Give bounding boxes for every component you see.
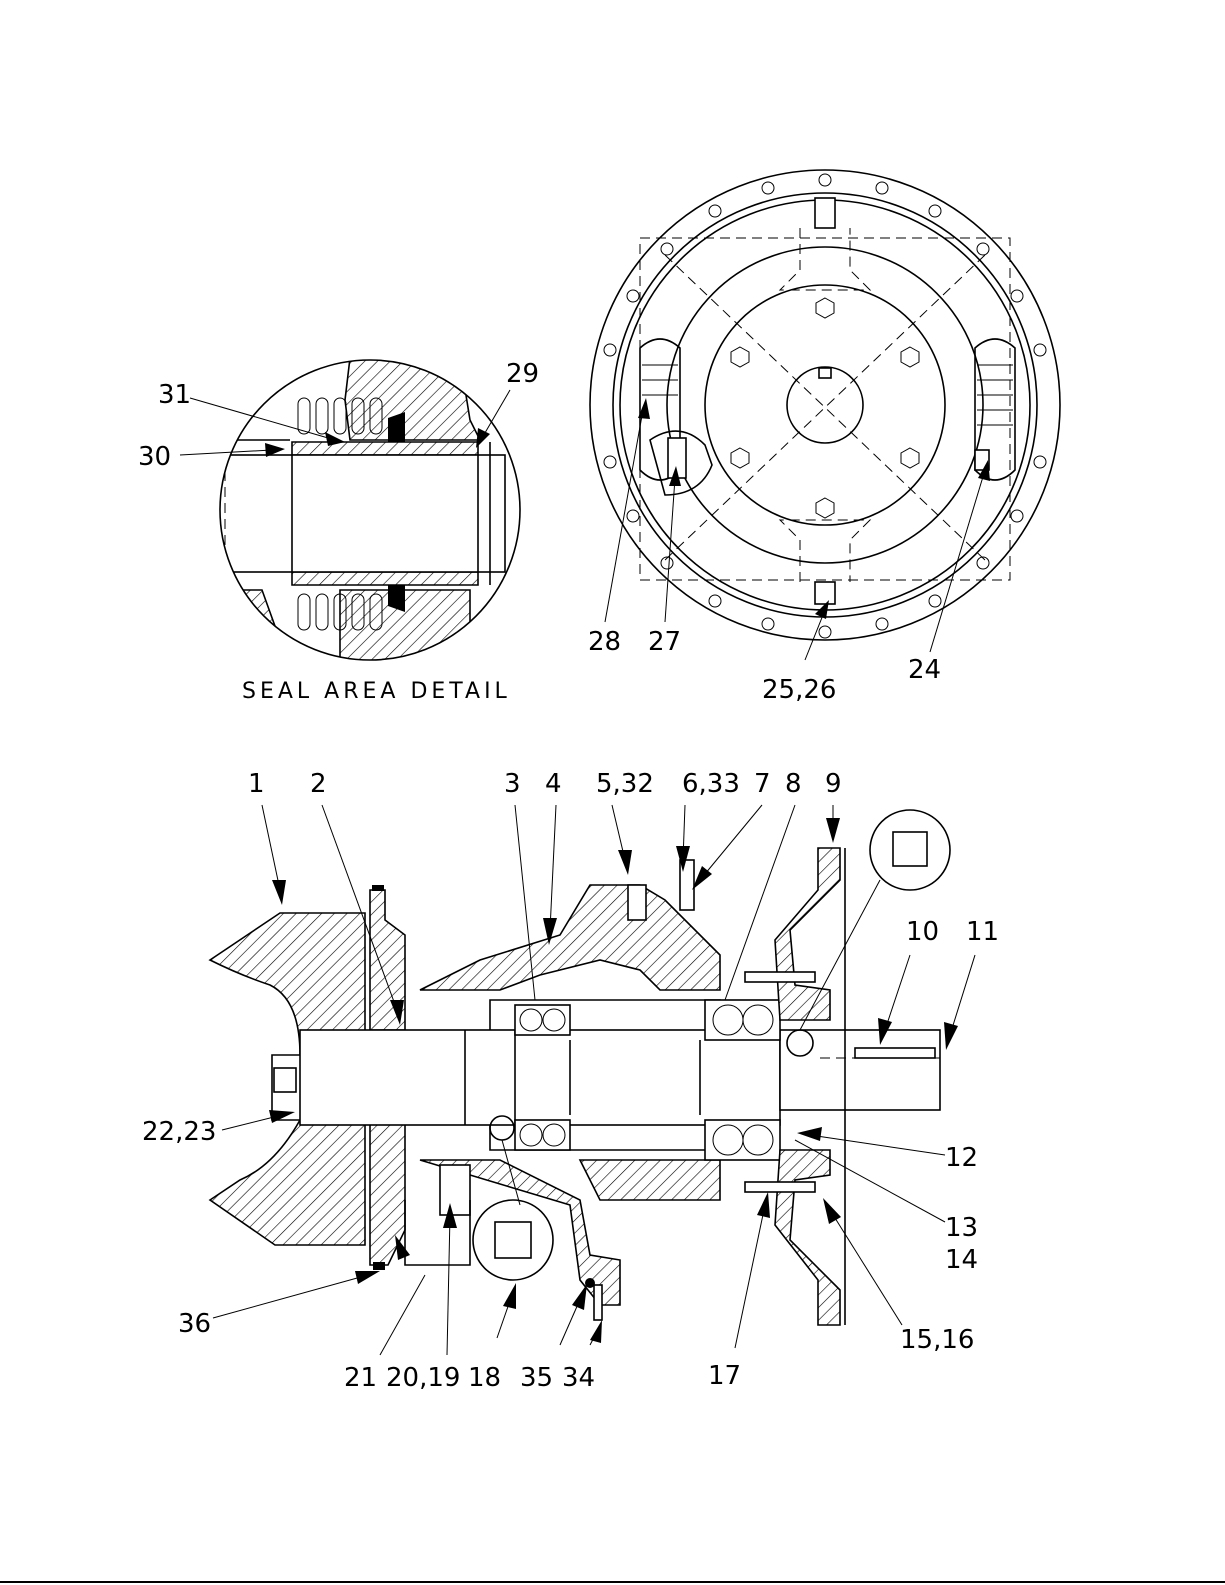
seal-detail-title: SEAL AREA DETAIL [242, 679, 511, 704]
callout-15-16: 15,16 [900, 1325, 974, 1355]
callout-11: 11 [966, 917, 999, 947]
callout-13: 13 [945, 1213, 978, 1243]
bolt-circle-holes [604, 174, 1046, 638]
callout-34: 34 [562, 1363, 595, 1393]
callout-7: 7 [754, 769, 771, 799]
callout-35: 35 [520, 1363, 553, 1393]
callout-14: 14 [945, 1245, 978, 1275]
callout-8: 8 [785, 769, 802, 799]
callout-1: 1 [248, 769, 265, 799]
seal-area-detail: SEAL AREA DETAIL 31 30 29 [138, 355, 539, 704]
callout-22-23: 22,23 [142, 1117, 216, 1147]
callout-30: 30 [138, 442, 171, 472]
callout-10: 10 [906, 917, 939, 947]
callout-6-33: 6,33 [682, 769, 740, 799]
callout-24: 24 [908, 655, 941, 685]
section-view: 1 2 3 4 5,32 6,33 7 8 9 10 11 12 13 14 1… [142, 769, 999, 1393]
callout-2: 2 [310, 769, 327, 799]
callout-3: 3 [504, 769, 521, 799]
callout-36: 36 [178, 1309, 211, 1339]
callout-17: 17 [708, 1361, 741, 1391]
callout-18: 18 [468, 1363, 501, 1393]
callout-20-19: 20,19 [386, 1363, 460, 1393]
callout-28: 28 [588, 627, 621, 657]
callout-12: 12 [945, 1143, 978, 1173]
callout-4: 4 [545, 769, 562, 799]
callout-27: 27 [648, 627, 681, 657]
callout-5-32: 5,32 [596, 769, 654, 799]
end-view: 28 27 25,26 24 [588, 170, 1060, 705]
callout-21: 21 [344, 1363, 377, 1393]
callout-9: 9 [825, 769, 842, 799]
callout-29: 29 [506, 359, 539, 389]
callout-31: 31 [158, 380, 191, 410]
callout-25-26: 25,26 [762, 675, 836, 705]
